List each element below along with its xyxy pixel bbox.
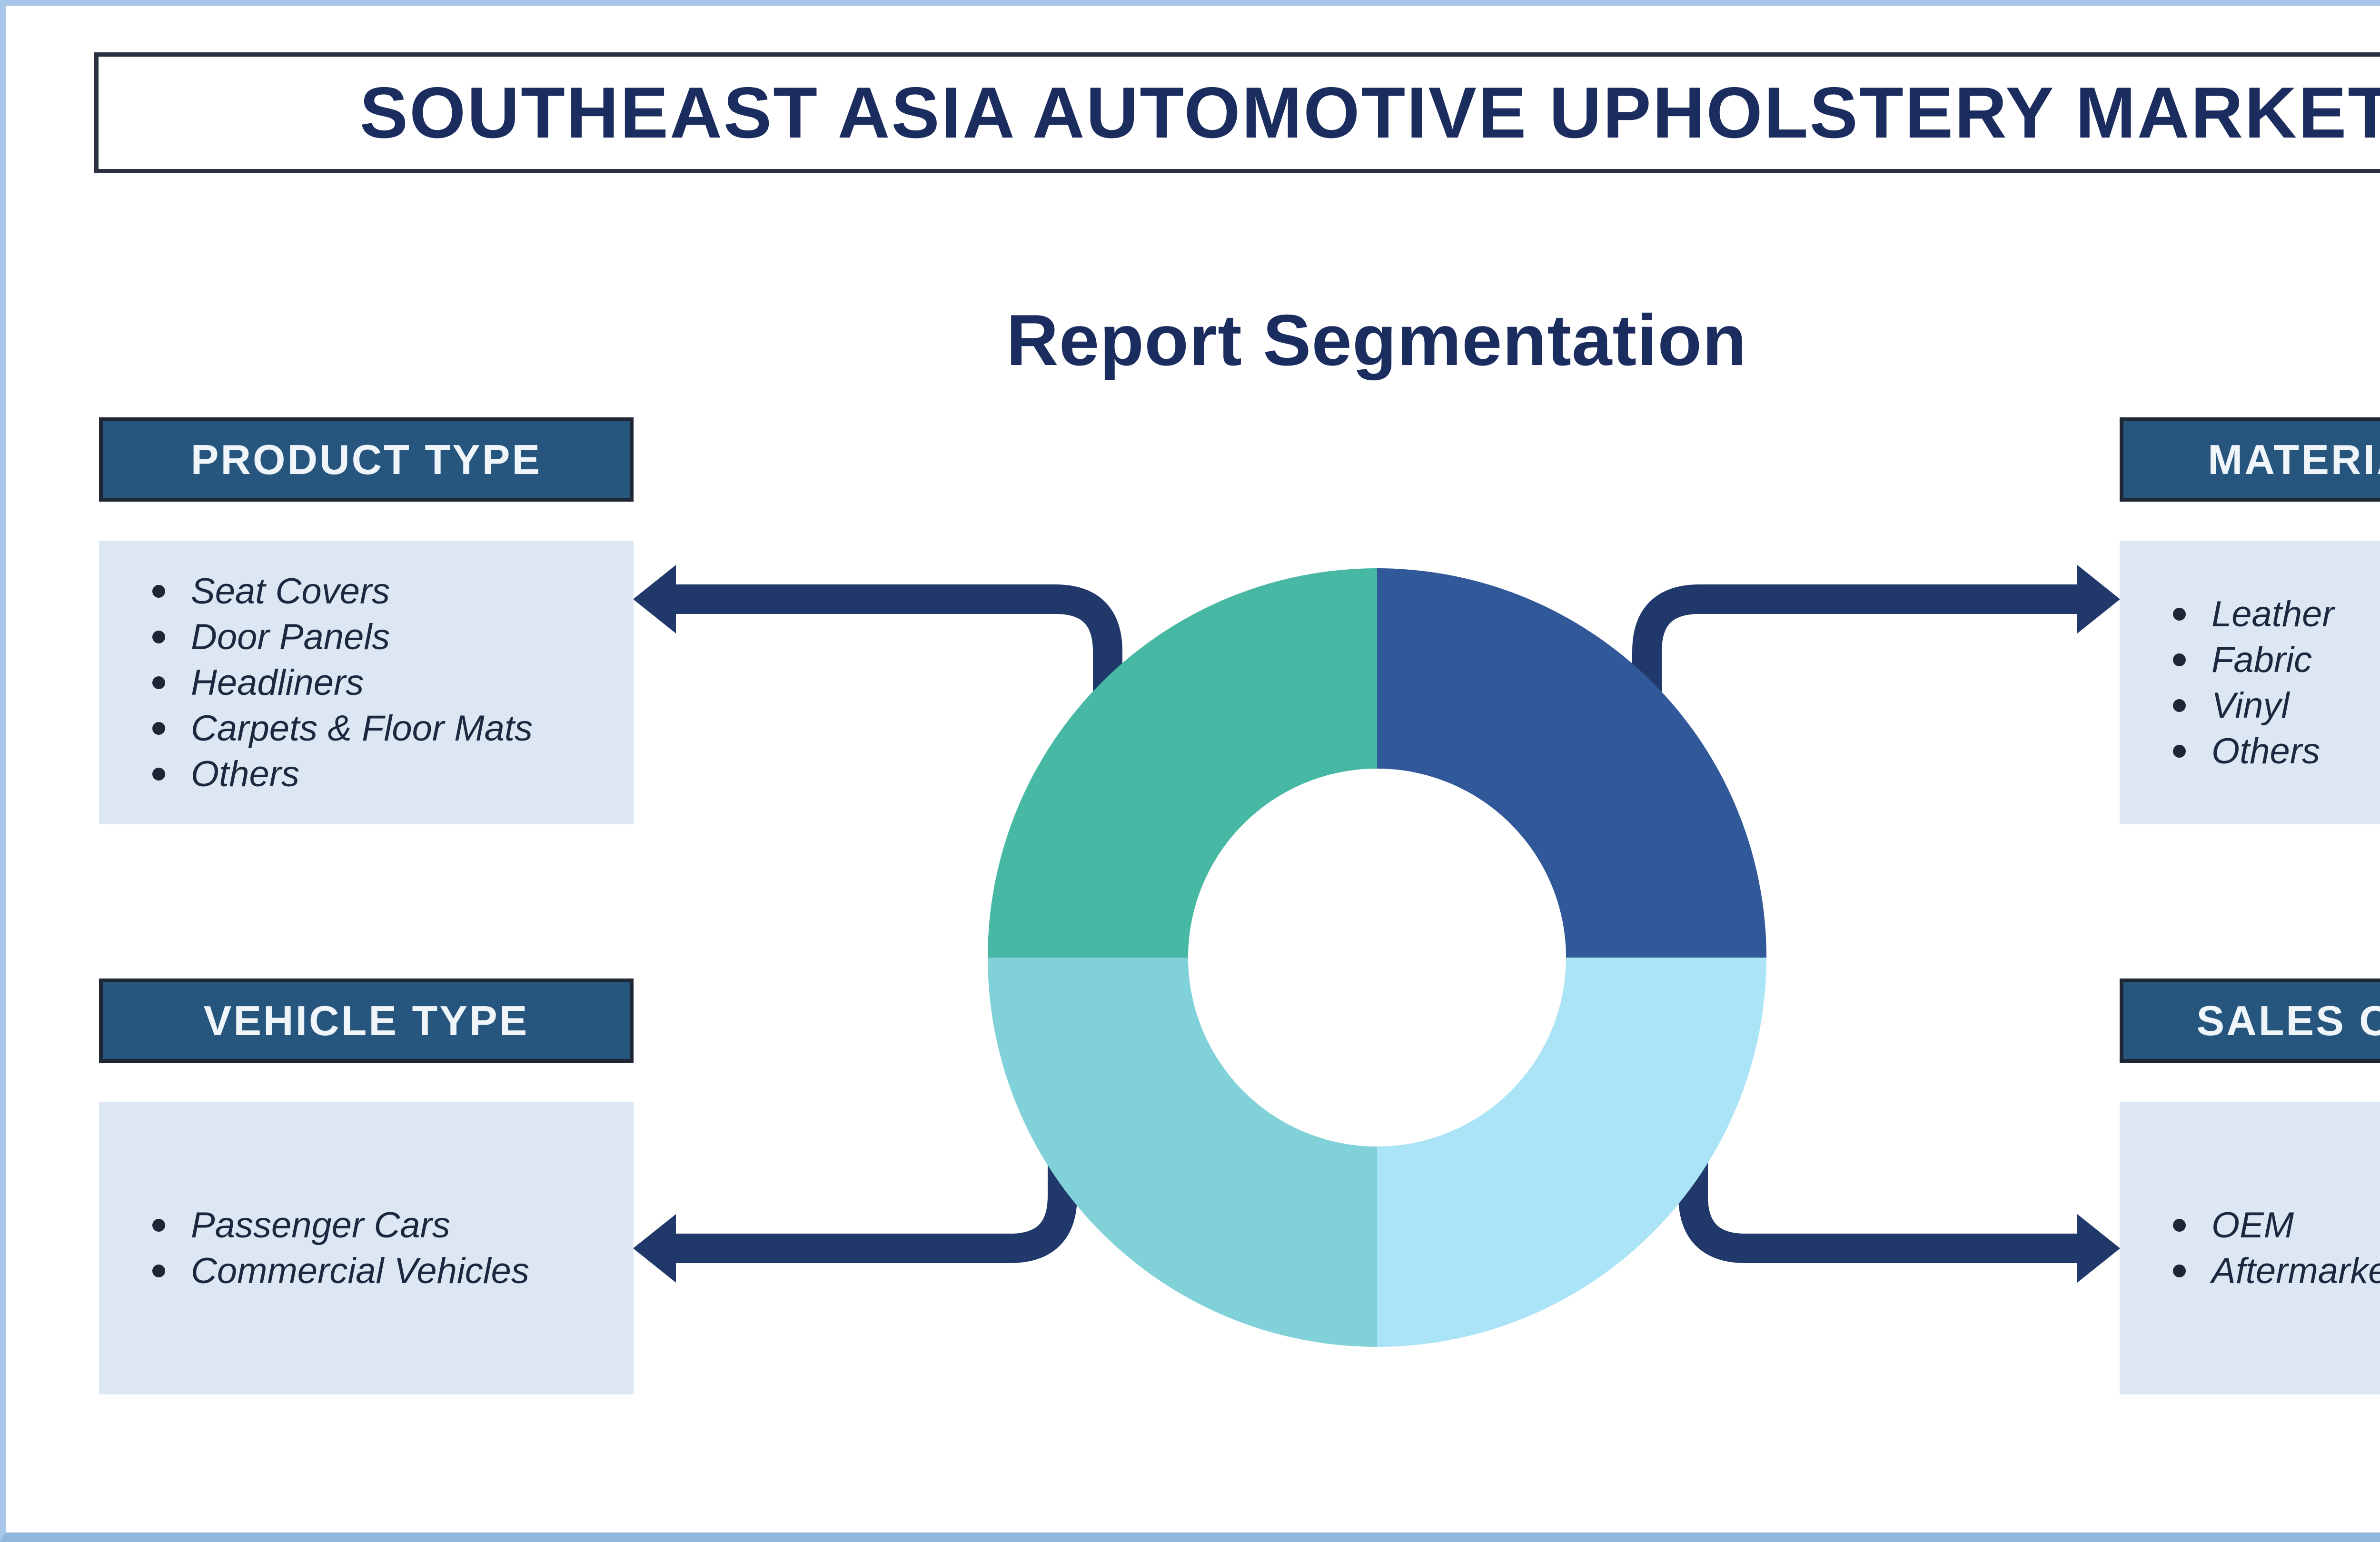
- list-item: Carpets & Floor Mats: [152, 705, 615, 751]
- list-item: Fabric: [2173, 637, 2380, 682]
- page-title: SOUTHEAST ASIA AUTOMOTIVE UPHOLSTERY MAR…: [359, 72, 2380, 153]
- list-item-label: Headliners: [191, 662, 364, 703]
- donut-chart: [988, 568, 1766, 1347]
- bullet-icon: [2173, 607, 2186, 621]
- list-item: Commercial Vehicles: [152, 1248, 615, 1294]
- bullet-icon: [152, 1219, 165, 1232]
- segment-header-product-type: PRODUCT TYPE: [99, 417, 634, 502]
- bullet-icon: [152, 767, 165, 781]
- list-item-label: Passenger Cars: [191, 1205, 450, 1245]
- arrow-top-right-icon: [1632, 565, 2120, 839]
- bullet-icon: [152, 722, 165, 735]
- bullet-icon: [152, 630, 165, 643]
- list-item: Passenger Cars: [152, 1203, 615, 1248]
- list-item-label: Door Panels: [191, 616, 390, 657]
- list-item-label: Carpets & Floor Mats: [191, 708, 533, 749]
- list-item-label: Commercial Vehicles: [191, 1251, 529, 1291]
- bullet-icon: [152, 584, 165, 598]
- list-item-label: Others: [2211, 731, 2320, 771]
- list-item-label: Vinyl: [2211, 685, 2290, 726]
- list-item-label: Seat Covers: [191, 571, 390, 612]
- segment-header-label: VEHICLE TYPE: [203, 997, 529, 1044]
- list-item-label: Fabric: [2211, 639, 2312, 680]
- list-item-label: Aftermarket: [2211, 1251, 2380, 1291]
- list-item: OEM: [2173, 1203, 2380, 1248]
- segmentation-diagram: [633, 565, 2120, 1347]
- segment-list-sales-channel: OEM Aftermarket: [2120, 1102, 2380, 1394]
- bullet-icon: [2173, 699, 2186, 712]
- list-item: Aftermarket: [2173, 1248, 2380, 1294]
- segment-header-material-type: MATERIAL TYPE: [2120, 417, 2380, 502]
- arrow-top-left-icon: [633, 565, 1122, 839]
- bullet-icon: [2173, 653, 2186, 666]
- arrow-bottom-left-icon: [633, 1077, 1077, 1283]
- donut-hole: [1188, 769, 1566, 1147]
- segment-header-label: SALES CHANNEL: [2196, 997, 2380, 1044]
- list-item: Others: [2173, 728, 2380, 774]
- list-item: Seat Covers: [152, 568, 615, 614]
- bullet-icon: [2173, 1265, 2186, 1277]
- list-item-label: Others: [191, 753, 300, 794]
- segment-header-label: MATERIAL TYPE: [2208, 435, 2380, 483]
- list-item: Leather: [2173, 591, 2380, 637]
- list-item-label: OEM: [2211, 1205, 2294, 1245]
- segment-items: OEM Aftermarket: [2120, 1102, 2380, 1394]
- list-item-label: Leather: [2211, 593, 2334, 634]
- bullet-icon: [2173, 744, 2186, 758]
- bullet-icon: [152, 676, 165, 689]
- arrow-bottom-right-icon: [1678, 1077, 2120, 1283]
- section-title: Report Segmentation: [1006, 299, 1747, 381]
- list-item: Vinyl: [2173, 682, 2380, 728]
- title-banner: SOUTHEAST ASIA AUTOMOTIVE UPHOLSTERY MAR…: [94, 52, 2380, 173]
- segment-header-sales-channel: SALES CHANNEL: [2120, 979, 2380, 1063]
- list-item: Others: [152, 751, 615, 797]
- bullet-icon: [152, 1265, 165, 1277]
- list-item: Door Panels: [152, 614, 615, 660]
- segment-header-label: PRODUCT TYPE: [190, 435, 542, 483]
- segment-header-vehicle-type: VEHICLE TYPE: [99, 979, 634, 1063]
- list-item: Headliners: [152, 660, 615, 705]
- bullet-icon: [2173, 1219, 2186, 1232]
